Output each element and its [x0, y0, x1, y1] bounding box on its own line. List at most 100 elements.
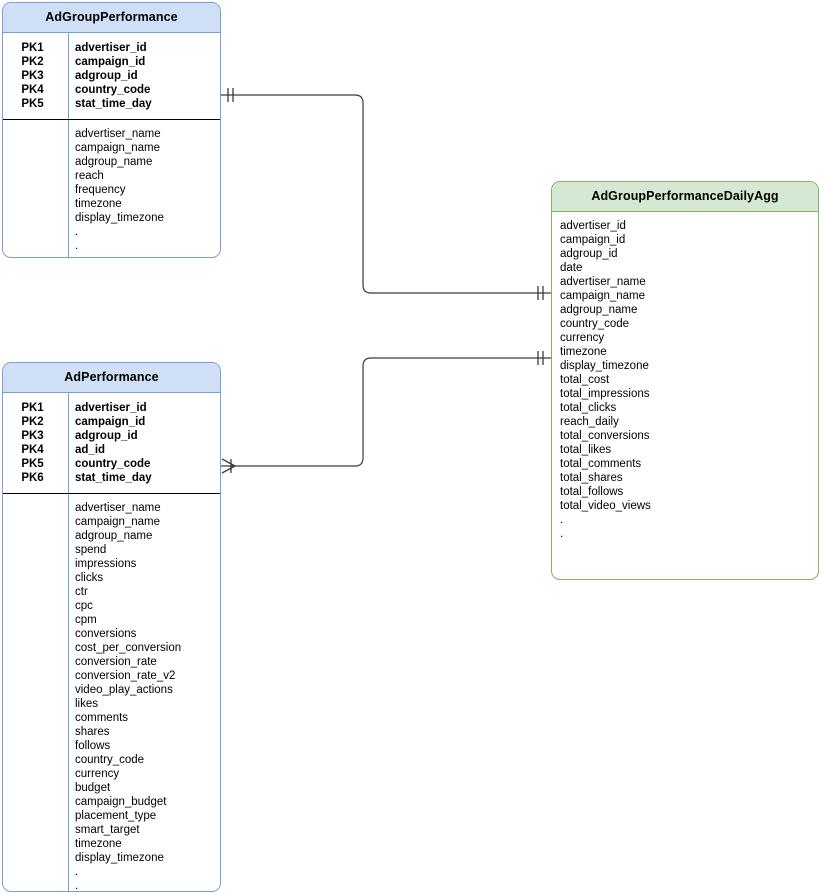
- attribute-field: cost_per_conversion: [75, 642, 182, 654]
- key-field: campaign_id: [75, 56, 146, 68]
- attribute-field: display_timezone: [75, 212, 164, 224]
- key-label: PK4: [21, 444, 44, 456]
- attribute-field: total_shares: [560, 472, 623, 484]
- attribute-field: conversion_rate: [75, 656, 157, 668]
- key-label: PK5: [21, 458, 44, 470]
- attribute-field: advertiser_name: [75, 128, 161, 140]
- attribute-field: spend: [75, 544, 107, 556]
- cardinality-one-and-only-one-icon: [227, 88, 234, 102]
- attribute-field: total_clicks: [560, 402, 617, 414]
- attribute-field: date: [560, 262, 583, 274]
- key-field: country_code: [75, 458, 151, 470]
- attribute-field: video_play_actions: [75, 684, 173, 696]
- attribute-field: campaign_name: [560, 290, 646, 302]
- attribute-field: reach_daily: [560, 416, 619, 428]
- key-field: adgroup_id: [75, 70, 138, 82]
- attribute-field: adgroup_name: [75, 530, 153, 542]
- attribute-field: budget: [75, 782, 111, 794]
- relationship-ad-to-agg[interactable]: [221, 351, 551, 474]
- attribute-fields-ad-performance: advertiser_name campaign_name adgroup_na…: [68, 501, 220, 892]
- key-label: PK4: [21, 84, 44, 96]
- key-label: PK1: [21, 42, 44, 54]
- key-labels-ad-performance: PK1 PK2 PK3 PK4 PK5 PK6: [3, 393, 68, 485]
- attribute-field: adgroup_name: [560, 304, 638, 316]
- key-label: PK6: [21, 472, 44, 484]
- attribute-field: reach: [75, 170, 104, 182]
- attribute-field: smart_target: [75, 824, 140, 836]
- attribute-field-ellipsis: .: [560, 528, 564, 540]
- attribute-field: cpc: [75, 600, 93, 612]
- attribute-field: impressions: [75, 558, 137, 570]
- entity-header-adgroup-performance-daily-agg: AdGroupPerformanceDailyAgg: [552, 182, 818, 212]
- key-label: PK3: [21, 430, 44, 442]
- connector-line-adgroup-to-agg: [221, 94, 551, 294]
- key-field: campaign_id: [75, 416, 146, 428]
- key-field: advertiser_id: [75, 42, 147, 54]
- attribute-field: adgroup_name: [75, 156, 153, 168]
- entity-header-adgroup-performance: AdGroupPerformance: [3, 3, 220, 33]
- attribute-field: ctr: [75, 586, 88, 598]
- attribute-field-ellipsis: .: [75, 880, 79, 892]
- attribute-field: frequency: [75, 184, 126, 196]
- attribute-field: currency: [75, 768, 120, 780]
- attribute-field: total_cost: [560, 374, 610, 386]
- attribute-field: campaign_budget: [75, 796, 167, 808]
- entity-adgroup-performance-daily-agg[interactable]: AdGroupPerformanceDailyAgg advertiser_id…: [551, 181, 819, 580]
- cardinality-one-and-only-one-icon: [537, 286, 544, 300]
- attribute-field: campaign_id: [560, 234, 626, 246]
- key-field: stat_time_day: [75, 472, 152, 484]
- attribute-field: timezone: [560, 346, 607, 358]
- attribute-field: shares: [75, 726, 110, 738]
- key-label: PK1: [21, 402, 44, 414]
- cardinality-crow-foot-icon: [221, 458, 236, 474]
- key-section-divider: [3, 119, 220, 121]
- attribute-field-ellipsis: .: [75, 226, 79, 238]
- attribute-field-ellipsis: .: [560, 514, 564, 526]
- column-divider: [68, 393, 70, 891]
- attribute-field: comments: [75, 712, 129, 724]
- entity-adgroup-performance[interactable]: AdGroupPerformance PK1 PK2 PK3 PK4 PK5 a…: [2, 2, 221, 258]
- attribute-field: advertiser_name: [560, 276, 646, 288]
- entity-header-ad-performance: AdPerformance: [3, 363, 220, 393]
- key-field: stat_time_day: [75, 98, 152, 110]
- attribute-field: country_code: [560, 318, 630, 330]
- entity-ad-performance[interactable]: AdPerformance PK1 PK2 PK3 PK4 PK5 PK6 ad…: [2, 362, 221, 892]
- attribute-field: likes: [75, 698, 99, 710]
- attribute-field: conversions: [75, 628, 137, 640]
- attribute-field: display_timezone: [560, 360, 649, 372]
- attribute-field: display_timezone: [75, 852, 164, 864]
- key-field: advertiser_id: [75, 402, 147, 414]
- attribute-field-ellipsis: .: [75, 866, 79, 878]
- attribute-field: total_likes: [560, 444, 612, 456]
- attribute-field: total_impressions: [560, 388, 650, 400]
- attribute-field: advertiser_name: [75, 502, 161, 514]
- key-label: PK5: [21, 98, 44, 110]
- attribute-field: timezone: [75, 198, 122, 210]
- attribute-field: campaign_name: [75, 516, 161, 528]
- key-label: PK2: [21, 56, 44, 68]
- attribute-field: campaign_name: [75, 142, 161, 154]
- key-section-divider: [3, 493, 220, 495]
- attribute-field: advertiser_id: [560, 220, 626, 232]
- attribute-field: total_comments: [560, 458, 642, 470]
- key-field: ad_id: [75, 444, 106, 456]
- key-label: PK3: [21, 70, 44, 82]
- attribute-field: country_code: [75, 754, 145, 766]
- attribute-field: total_follows: [560, 486, 624, 498]
- attribute-fields-adgroup-performance-daily-agg: advertiser_id campaign_id adgroup_id dat…: [552, 212, 818, 541]
- cardinality-one-and-only-one-icon: [537, 351, 544, 365]
- attribute-field: conversion_rate_v2: [75, 670, 176, 682]
- attribute-field: total_conversions: [560, 430, 650, 442]
- attribute-field: total_video_views: [560, 500, 651, 512]
- attribute-field: clicks: [75, 572, 104, 584]
- key-fields-ad-performance: advertiser_id campaign_id adgroup_id ad_…: [68, 393, 220, 485]
- key-fields-adgroup-performance: advertiser_id campaign_id adgroup_id cou…: [68, 33, 220, 111]
- key-labels-adgroup-performance: PK1 PK2 PK3 PK4 PK5: [3, 33, 68, 111]
- key-field: adgroup_id: [75, 430, 138, 442]
- attribute-field: placement_type: [75, 810, 157, 822]
- attribute-field: adgroup_id: [560, 248, 618, 260]
- relationship-adgroup-to-agg[interactable]: [221, 88, 551, 300]
- attribute-fields-adgroup-performance: advertiser_name campaign_name adgroup_na…: [68, 127, 220, 253]
- attribute-field: follows: [75, 740, 111, 752]
